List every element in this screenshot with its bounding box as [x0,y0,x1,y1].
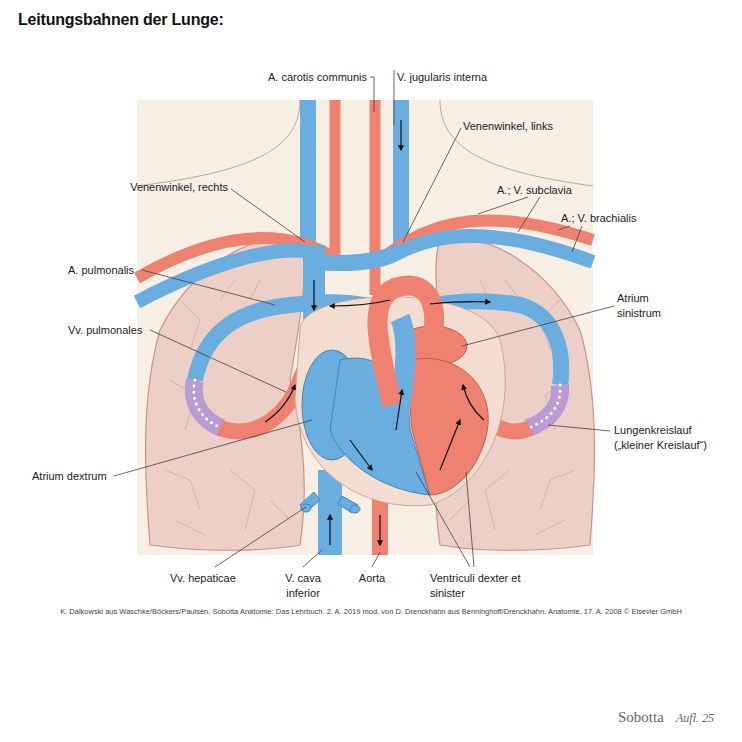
artery [378,220,593,262]
vein [137,251,310,302]
shoulder-line [137,100,300,186]
vessel-label: A.; V. subclavia [497,183,597,198]
vein [400,236,593,262]
diagram-title: Leitungsbahnen der Lunge: [18,11,224,29]
chamber-label: Atrium sinistrum [617,291,677,321]
artery-label: Aorta [352,571,392,586]
artery-label: A. pulmonalis [68,263,158,278]
vein [318,470,342,555]
artery [330,100,341,262]
vein [314,250,401,263]
leader-line [114,70,614,567]
circuit-label: Lungenkreislauf („kleiner Kreislauf“) [614,423,726,453]
pericardium [295,297,505,506]
capillary-bed [194,380,222,428]
capillary-bed [528,385,560,428]
edition-note: Aufl. 25 [676,711,732,726]
pulmonary-trunk [395,318,405,440]
vein-label: Vv. hepaticae [170,571,260,586]
aortic-arch [377,286,434,405]
vessel-label: A.; V. brachialis [561,211,671,226]
vein-label: Vv. pulmonales [68,323,158,338]
source-name: Sobotta [618,708,678,726]
capillary-bed [194,380,222,428]
vein [300,100,316,252]
vein [393,100,409,252]
vein-label: V. cava inferior [276,571,330,601]
left-ventricle [408,358,488,495]
vein-label: V. jugularis interna [397,70,517,85]
chamber-label: Ventriculi dexter et sinister [430,571,522,601]
vein-junction-label: Venenwinkel, rechts [100,180,228,195]
shoulder-line [440,100,593,186]
hepatic-veins [300,492,360,513]
flow-arrow [265,120,490,545]
capillary-bed [528,385,560,428]
chamber-label: Atrium dextrum [32,469,132,484]
credit-note: K. Dalkowski aus Waschke/Böckers/Paulsen… [40,606,702,617]
vein-junction-label: Venenwinkel, links [463,119,583,134]
artery-label: A. carotis communis [240,70,367,85]
